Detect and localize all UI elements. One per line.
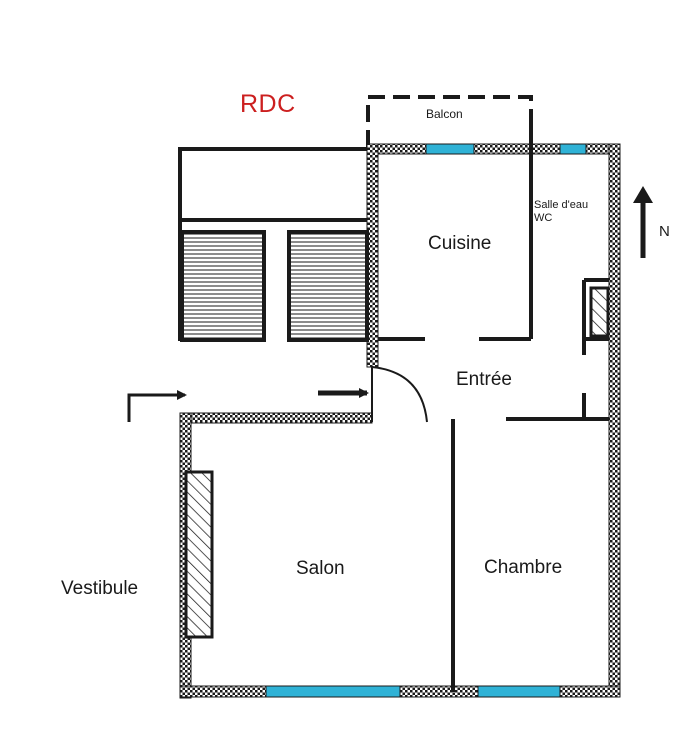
label-balcon: Balcon bbox=[426, 107, 463, 121]
label-salon: Salon bbox=[296, 558, 345, 579]
label-wc: WC bbox=[534, 212, 553, 224]
north-arrow-icon bbox=[633, 186, 653, 258]
staircase-left bbox=[180, 230, 266, 342]
label-entree: Entrée bbox=[456, 369, 512, 390]
entrance-door bbox=[371, 366, 428, 423]
north-label: N bbox=[659, 223, 670, 240]
staircase-right bbox=[287, 230, 369, 342]
balcony-outline bbox=[366, 95, 533, 147]
windows bbox=[265, 143, 587, 698]
label-salle-deau: Salle d'eau bbox=[534, 199, 589, 211]
label-chambre: Chambre bbox=[484, 557, 563, 578]
label-vestibule: Vestibule bbox=[61, 578, 139, 599]
wall-cupboard bbox=[184, 470, 214, 639]
entry-arrow-icon bbox=[127, 390, 187, 422]
plan-title: RDC bbox=[240, 90, 296, 118]
interior-walls bbox=[378, 124, 609, 692]
chimney-block bbox=[589, 286, 610, 338]
stairwell bbox=[178, 147, 369, 342]
label-cuisine: Cuisine bbox=[428, 233, 492, 254]
